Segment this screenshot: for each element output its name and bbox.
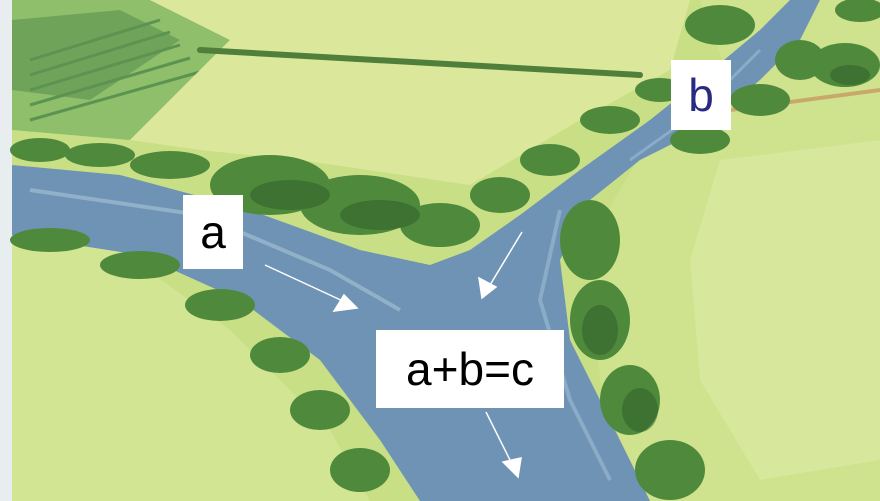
label-sum-text: a+b=c (406, 343, 534, 395)
arrow-b-head (478, 276, 498, 300)
field-stripes (29, 18, 201, 122)
upper-field (130, 0, 690, 185)
label-sum: a+b=c (376, 330, 564, 408)
tree-shadows (250, 65, 870, 432)
label-a: a (183, 195, 243, 269)
arrow-c-head (501, 457, 522, 479)
flow-arrows (264, 231, 523, 479)
arrow-a-head (332, 293, 359, 312)
arrow-a-line (264, 264, 346, 303)
arrow-c-line (485, 411, 513, 465)
left-border (0, 0, 12, 501)
label-a-text: a (200, 206, 226, 258)
hedge-line (197, 47, 643, 78)
label-b-text: b (688, 69, 714, 121)
arrow-b-line (489, 231, 523, 286)
river-highlight-a (29, 188, 401, 312)
right-field-light (690, 140, 880, 480)
label-b: b (671, 60, 731, 130)
lower-left-field (12, 240, 370, 501)
